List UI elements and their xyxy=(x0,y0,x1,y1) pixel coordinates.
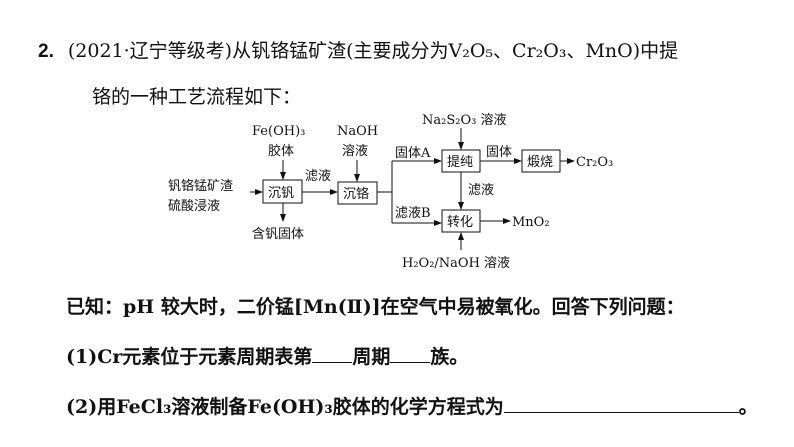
reagent-naoh: NaOH xyxy=(337,124,378,139)
product-cr2o3: Cr₂O₃ xyxy=(576,155,613,170)
reagent-na2s2o3: Na₂S₂O₃ 溶液 xyxy=(422,113,506,128)
q2-blank-equation[interactable] xyxy=(503,396,739,413)
solid-label: 固体 xyxy=(486,145,512,160)
known-condition: 已知：pH 较大时，二价锰[Mn(Ⅱ)]在空气中易被氧化。回答下列问题： xyxy=(66,296,685,318)
raw-material-1: 钒铬锰矿渣 xyxy=(168,178,233,194)
box-convert-label: 转化 xyxy=(447,215,473,230)
filtrate-1: 滤液 xyxy=(305,169,331,184)
q2-end: 。 xyxy=(738,396,758,418)
product-mno2: MnO₂ xyxy=(512,215,550,230)
box-chromium-label: 沉铬 xyxy=(343,186,369,202)
q2-text: (2)用FeCl₃溶液制备Fe(OH)₃胶体的化学方程式为 xyxy=(66,396,504,418)
sub-question-2: (2)用FeCl₃溶液制备Fe(OH)₃胶体的化学方程式为 。 xyxy=(66,392,758,419)
q1-text-3: 族。 xyxy=(430,346,469,368)
q1-blank-period[interactable] xyxy=(312,346,353,363)
solid-a: 固体A xyxy=(395,146,431,161)
filtrate-b: 滤液B xyxy=(395,206,431,221)
question-stem-part1: 从钒铬锰矿渣(主要成分为 xyxy=(232,40,449,62)
q1-text-2: 周期 xyxy=(352,346,391,368)
reagent-naoh-solution: 溶液 xyxy=(342,144,368,159)
reagent-h2o2: H₂O₂/NaOH 溶液 xyxy=(402,256,510,271)
box-calcine-label: 煅烧 xyxy=(527,154,553,170)
question-stem-part2: V₂O₅、Cr₂O₃、MnO)中提 xyxy=(448,40,679,62)
sub-question-1: (1)Cr元素位于元素周期表第 周期 族。 xyxy=(66,342,468,369)
question-stem-line2: 铬的一种工艺流程如下： xyxy=(92,86,302,108)
question-source: (2021·辽宁等级考) xyxy=(67,40,233,62)
vanadium-solid: 含钒固体 xyxy=(252,226,304,242)
filtrate-2: 滤液 xyxy=(468,183,494,198)
box-purify-label: 提纯 xyxy=(447,154,473,170)
reagent-feoh3: Fe(OH)₃ xyxy=(252,124,305,139)
box-chromium xyxy=(337,181,378,205)
raw-material-2: 硫酸浸液 xyxy=(168,199,220,214)
question-number: 2. xyxy=(38,41,54,62)
reagent-colloid: 胶体 xyxy=(268,143,294,159)
q1-text-1: (1)Cr元素位于元素周期表第 xyxy=(66,346,313,368)
q1-blank-group[interactable] xyxy=(390,346,431,363)
box-vanadium-label: 沉钒 xyxy=(268,186,294,201)
question-stem-line1: 2. (2021·辽宁等级考)从钒铬锰矿渣(主要成分为V₂O₅、Cr₂O₃、MnO… xyxy=(38,36,678,63)
